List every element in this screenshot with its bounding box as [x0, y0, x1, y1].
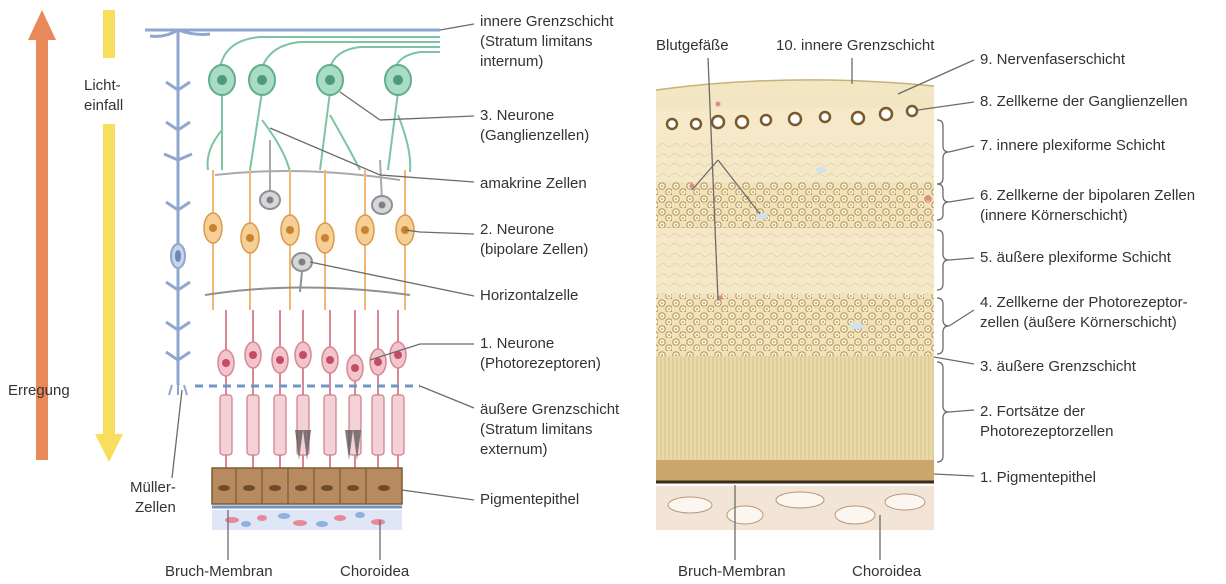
callout-text: (Ganglienzellen)	[480, 126, 589, 146]
callout-bipolar: 2. Neurone (bipolare Zellen)	[480, 220, 588, 260]
callout-text: (Photorezeptoren)	[480, 354, 601, 374]
nerve-fibers	[220, 37, 440, 68]
callout-text: amakrine Zellen	[480, 174, 587, 194]
layer-5-label: 5. äußere plexiforme Schicht	[980, 248, 1171, 268]
layer-9-label: 9. Nervenfaserschicht	[980, 50, 1125, 70]
layer-4-label: 4. Zellkerne der Photorezeptor- zellen (…	[980, 293, 1188, 333]
layer-text: 1. Pigmentepithel	[980, 468, 1096, 488]
callout-inner-limiting: innere Grenzschicht (Stratum limitans in…	[480, 12, 613, 72]
mueller-cell	[150, 30, 210, 395]
callout-text: innere Grenzschicht	[480, 12, 613, 32]
light-label-line2: einfall	[84, 96, 123, 116]
layer-text: 8. Zellkerne der Ganglienzellen	[980, 92, 1188, 112]
layer-text: 10. innere Grenzschicht	[776, 36, 934, 56]
layer-6-label: 6. Zellkerne der bipolaren Zellen (inner…	[980, 186, 1195, 226]
layer-text: 9. Nervenfaserschicht	[980, 50, 1125, 70]
layer-3-label: 3. äußere Grenzschicht	[980, 357, 1136, 377]
layer-text: 5. äußere plexiforme Schicht	[980, 248, 1171, 268]
excitation-label: Erregung	[8, 381, 70, 401]
right-bruch-label: Bruch-Membran	[678, 562, 786, 582]
callout-text: äußere Grenzschicht	[480, 400, 619, 420]
pigment-epithelium	[212, 468, 402, 530]
layer-text: 7. innere plexiforme Schicht	[980, 136, 1165, 156]
blood-vessels-label: Blutgefäße	[656, 36, 729, 56]
light-incidence-label: Licht- einfall	[84, 76, 123, 116]
mueller-label-line2: Zellen	[130, 498, 176, 518]
callout-horizontal: Horizontalzelle	[480, 286, 578, 306]
callout-text: (bipolare Zellen)	[480, 240, 588, 260]
ganglion-cells	[208, 65, 411, 172]
callout-pigment: Pigmentepithel	[480, 490, 579, 510]
left-bruch-label: Bruch-Membran	[165, 562, 273, 582]
callout-amacrine: amakrine Zellen	[480, 174, 587, 194]
layer-text: Photorezeptorzellen	[980, 422, 1113, 442]
callout-text: (Stratum limitans	[480, 32, 613, 52]
layer-2-label: 2. Fortsätze der Photorezeptorzellen	[980, 402, 1113, 442]
histology-section	[656, 80, 934, 530]
callout-text: Horizontalzelle	[480, 286, 578, 306]
callout-photoreceptor: 1. Neurone (Photorezeptoren)	[480, 334, 601, 374]
callout-text: 3. Neurone	[480, 106, 589, 126]
layer-1-label: 1. Pigmentepithel	[980, 468, 1096, 488]
callout-outer-limiting: äußere Grenzschicht (Stratum limitans ex…	[480, 400, 619, 460]
callout-ganglion: 3. Neurone (Ganglienzellen)	[480, 106, 589, 146]
layer-text: 2. Fortsätze der	[980, 402, 1113, 422]
callout-text: 2. Neurone	[480, 220, 588, 240]
light-label-line1: Licht-	[84, 76, 123, 96]
callout-text: internum)	[480, 52, 613, 72]
layer-text: 4. Zellkerne der Photorezeptor-	[980, 293, 1188, 313]
layer-7-label: 7. innere plexiforme Schicht	[980, 136, 1165, 156]
layer-text: 3. äußere Grenzschicht	[980, 357, 1136, 377]
amacrine-cells	[215, 140, 400, 214]
callout-text: externum)	[480, 440, 619, 460]
horizontal-cell	[205, 253, 410, 295]
layer-text: 6. Zellkerne der bipolaren Zellen	[980, 186, 1195, 206]
callout-text: Pigmentepithel	[480, 490, 579, 510]
layer-text: zellen (äußere Körnerschicht)	[980, 313, 1188, 333]
callout-text: 1. Neurone	[480, 334, 601, 354]
photoreceptors	[218, 310, 406, 470]
callout-text: (Stratum limitans	[480, 420, 619, 440]
mueller-label-line1: Müller-	[130, 478, 176, 498]
layer-10-label: 10. innere Grenzschicht	[776, 36, 934, 56]
layer-text: (innere Körnerschicht)	[980, 206, 1195, 226]
left-choroid-label: Choroidea	[340, 562, 409, 582]
mueller-cells-label: Müller- Zellen	[130, 478, 176, 518]
layer-8-label: 8. Zellkerne der Ganglienzellen	[980, 92, 1188, 112]
right-choroid-label: Choroidea	[852, 562, 921, 582]
